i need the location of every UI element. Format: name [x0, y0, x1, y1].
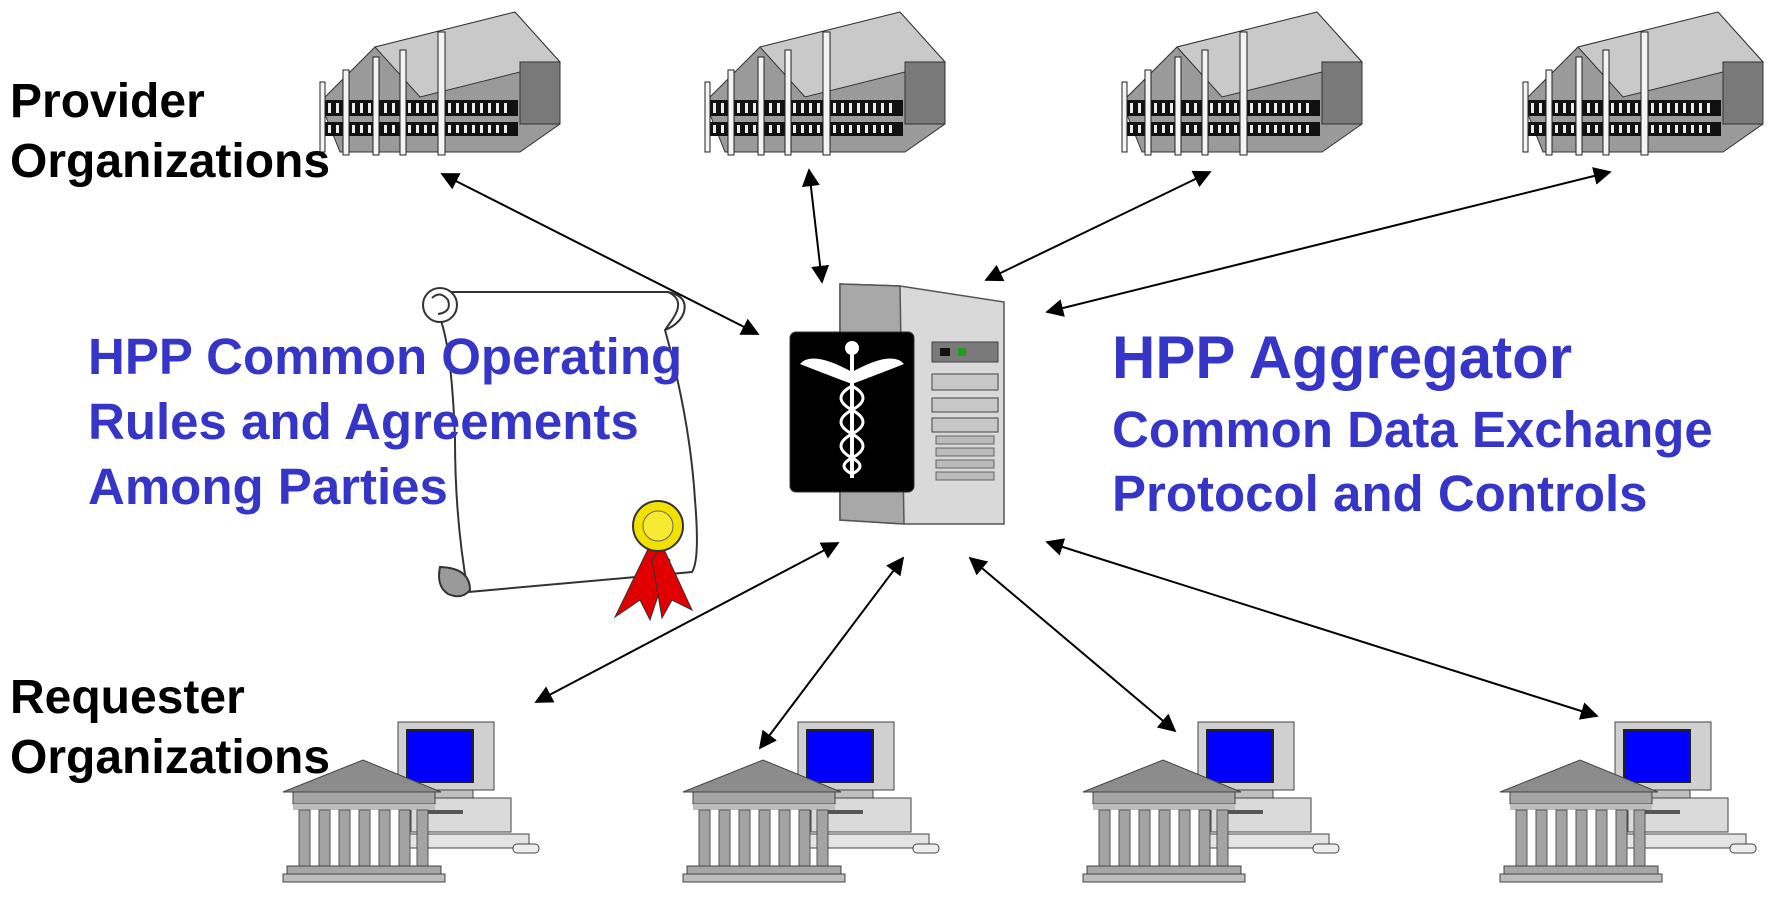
office-building-icon — [1522, 11, 1764, 156]
aggregator-sub-line-2: Protocol and Controls — [1112, 464, 1648, 522]
requester-label-line-2: Organizations — [10, 731, 331, 784]
arrow-provider-1 — [440, 173, 760, 335]
rules-line-2: Rules and Agreements — [88, 392, 639, 450]
arrow-requester-4 — [1045, 538, 1599, 720]
bank-with-computer-icon — [1499, 721, 1757, 883]
arrow-requester-3 — [968, 556, 1177, 733]
office-building-icon — [1121, 11, 1363, 156]
requester-label-line-1: Requester — [10, 671, 245, 724]
bank-with-computer-icon — [682, 721, 940, 883]
office-building-icon — [319, 11, 561, 156]
arrow-provider-4 — [1045, 167, 1612, 317]
provider-organizations-label: Provider Organizations — [10, 72, 330, 192]
operating-rules-label: HPP Common Operating Rules and Agreement… — [88, 325, 682, 519]
arrow-provider-2 — [801, 168, 830, 284]
rules-line-1: HPP Common Operating — [88, 328, 683, 385]
requester-organizations-label: Requester Organizations — [10, 668, 330, 788]
server-tower-with-caduceus-icon — [789, 283, 1005, 525]
provider-label-line-2: Organizations — [10, 135, 331, 188]
connection-arrows — [440, 167, 1612, 750]
arrow-requester-2 — [758, 556, 905, 750]
provider-label-line-1: Provider — [10, 75, 205, 128]
rules-line-3: Among Parties — [88, 457, 448, 515]
bank-with-computer-icon — [1082, 721, 1340, 883]
aggregator-sub-line-1: Common Data Exchange — [1112, 401, 1713, 458]
aggregator-title: HPP Aggregator — [1112, 324, 1573, 391]
aggregator-subtitle: Common Data Exchange Protocol and Contro… — [1112, 398, 1713, 526]
scroll-with-ribbon-seal-icon — [422, 287, 698, 622]
arrow-provider-3 — [984, 170, 1212, 282]
office-building-icon — [704, 11, 946, 156]
